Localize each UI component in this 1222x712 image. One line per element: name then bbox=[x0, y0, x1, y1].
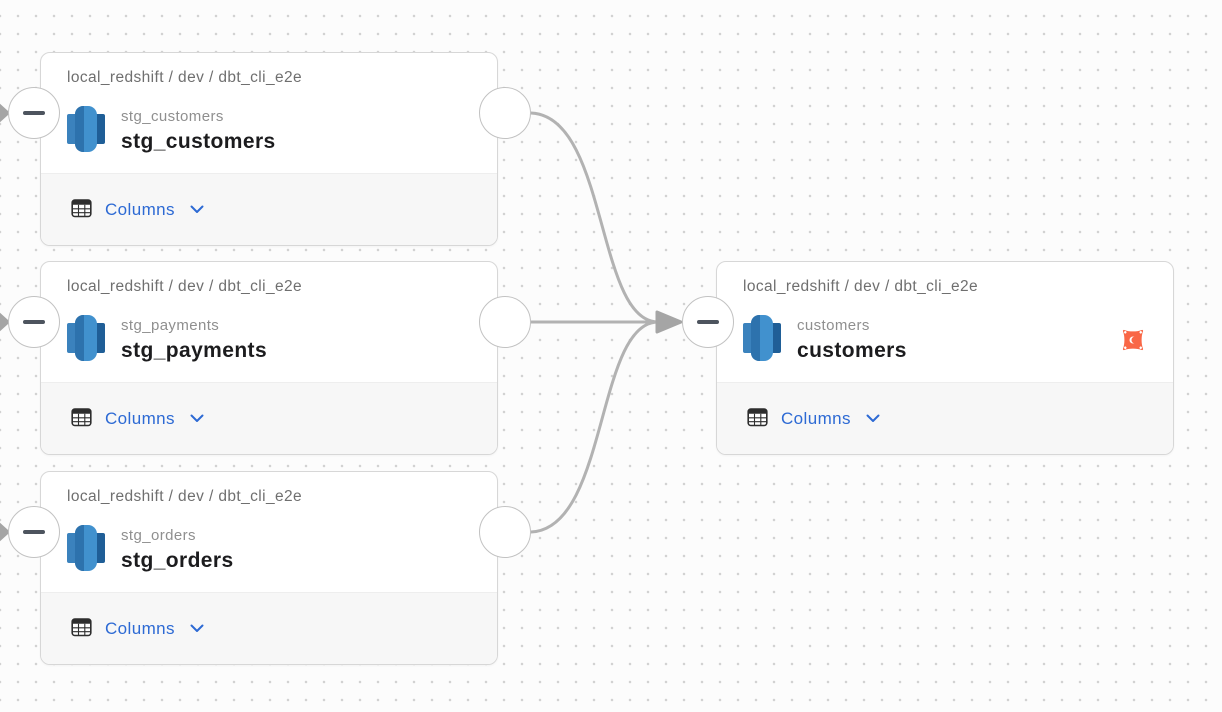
output-port-stg-payments[interactable] bbox=[479, 296, 531, 348]
asset-title: stg_customers bbox=[121, 129, 276, 153]
collapse-upstream-button-stg-payments[interactable] bbox=[8, 296, 60, 348]
asset-subtitle: stg_customers bbox=[121, 107, 224, 125]
asset-row: stg_customers stg_customers bbox=[67, 106, 473, 157]
lineage-node-customers[interactable]: local_redshift / dev / dbt_cli_e2e custo… bbox=[716, 261, 1174, 455]
redshift-icon bbox=[67, 106, 105, 157]
output-port-stg-orders[interactable] bbox=[479, 506, 531, 558]
edge-stg-customers-to-customers bbox=[529, 111, 660, 324]
columns-label: Columns bbox=[105, 618, 175, 638]
lineage-edges bbox=[529, 111, 660, 534]
asset-title: stg_orders bbox=[121, 548, 234, 572]
table-icon bbox=[71, 407, 92, 430]
asset-title: customers bbox=[797, 338, 907, 362]
chevron-down-icon bbox=[190, 414, 204, 423]
lineage-node-stg-customers[interactable]: local_redshift / dev / dbt_cli_e2e stg_c… bbox=[40, 52, 498, 246]
node-header: local_redshift / dev / dbt_cli_e2e stg_c… bbox=[41, 53, 497, 173]
breadcrumb: local_redshift / dev / dbt_cli_e2e bbox=[67, 488, 303, 505]
redshift-icon bbox=[67, 525, 105, 576]
asset-title: stg_payments bbox=[121, 338, 268, 362]
node-footer: Columns bbox=[41, 592, 497, 664]
node-header: local_redshift / dev / dbt_cli_e2e stg_p… bbox=[41, 262, 497, 382]
asset-row: customers customers bbox=[743, 315, 1149, 366]
arrowhead-upstream-stg-orders bbox=[0, 522, 10, 542]
collapse-upstream-button-customers[interactable] bbox=[682, 296, 734, 348]
minus-icon bbox=[697, 320, 719, 324]
table-icon bbox=[71, 617, 92, 640]
asset-names: customers customers bbox=[797, 316, 907, 366]
asset-subtitle: customers bbox=[797, 316, 870, 334]
asset-subtitle: stg_payments bbox=[121, 316, 220, 334]
dbt-icon bbox=[1119, 326, 1147, 354]
output-port-stg-customers[interactable] bbox=[479, 87, 531, 139]
node-header: local_redshift / dev / dbt_cli_e2e stg_o… bbox=[41, 472, 497, 592]
columns-toggle-button[interactable]: Columns bbox=[747, 407, 880, 430]
redshift-icon bbox=[743, 315, 781, 366]
chevron-down-icon bbox=[866, 414, 880, 423]
asset-subtitle: stg_orders bbox=[121, 526, 196, 544]
node-footer: Columns bbox=[717, 382, 1173, 454]
columns-toggle-button[interactable]: Columns bbox=[71, 198, 204, 221]
columns-label: Columns bbox=[105, 199, 175, 219]
collapse-upstream-button-stg-orders[interactable] bbox=[8, 506, 60, 558]
columns-label: Columns bbox=[105, 408, 175, 428]
asset-row: stg_payments stg_payments bbox=[67, 315, 473, 366]
columns-toggle-button[interactable]: Columns bbox=[71, 407, 204, 430]
minus-icon bbox=[23, 320, 45, 324]
asset-names: stg_payments stg_payments bbox=[121, 316, 267, 366]
node-header: local_redshift / dev / dbt_cli_e2e custo… bbox=[717, 262, 1173, 382]
columns-label: Columns bbox=[781, 408, 851, 428]
table-icon bbox=[71, 198, 92, 221]
arrowhead-into-customers bbox=[655, 310, 683, 334]
lineage-node-stg-orders[interactable]: local_redshift / dev / dbt_cli_e2e stg_o… bbox=[40, 471, 498, 665]
arrowhead-upstream-stg-payments bbox=[0, 312, 10, 332]
lineage-node-stg-payments[interactable]: local_redshift / dev / dbt_cli_e2e stg_p… bbox=[40, 261, 498, 455]
chevron-down-icon bbox=[190, 624, 204, 633]
chevron-down-icon bbox=[190, 205, 204, 214]
asset-names: stg_customers stg_customers bbox=[121, 107, 276, 157]
edge-stg-orders-to-customers bbox=[529, 320, 660, 534]
collapse-upstream-button-stg-customers[interactable] bbox=[8, 87, 60, 139]
node-footer: Columns bbox=[41, 173, 497, 245]
breadcrumb: local_redshift / dev / dbt_cli_e2e bbox=[67, 69, 303, 86]
arrowhead-upstream-stg-customers bbox=[0, 103, 10, 123]
columns-toggle-button[interactable]: Columns bbox=[71, 617, 204, 640]
minus-icon bbox=[23, 111, 45, 115]
minus-icon bbox=[23, 530, 45, 534]
redshift-icon bbox=[67, 315, 105, 366]
asset-row: stg_orders stg_orders bbox=[67, 525, 473, 576]
asset-names: stg_orders stg_orders bbox=[121, 526, 234, 576]
table-icon bbox=[747, 407, 768, 430]
breadcrumb: local_redshift / dev / dbt_cli_e2e bbox=[743, 278, 979, 295]
node-footer: Columns bbox=[41, 382, 497, 454]
breadcrumb: local_redshift / dev / dbt_cli_e2e bbox=[67, 278, 303, 295]
